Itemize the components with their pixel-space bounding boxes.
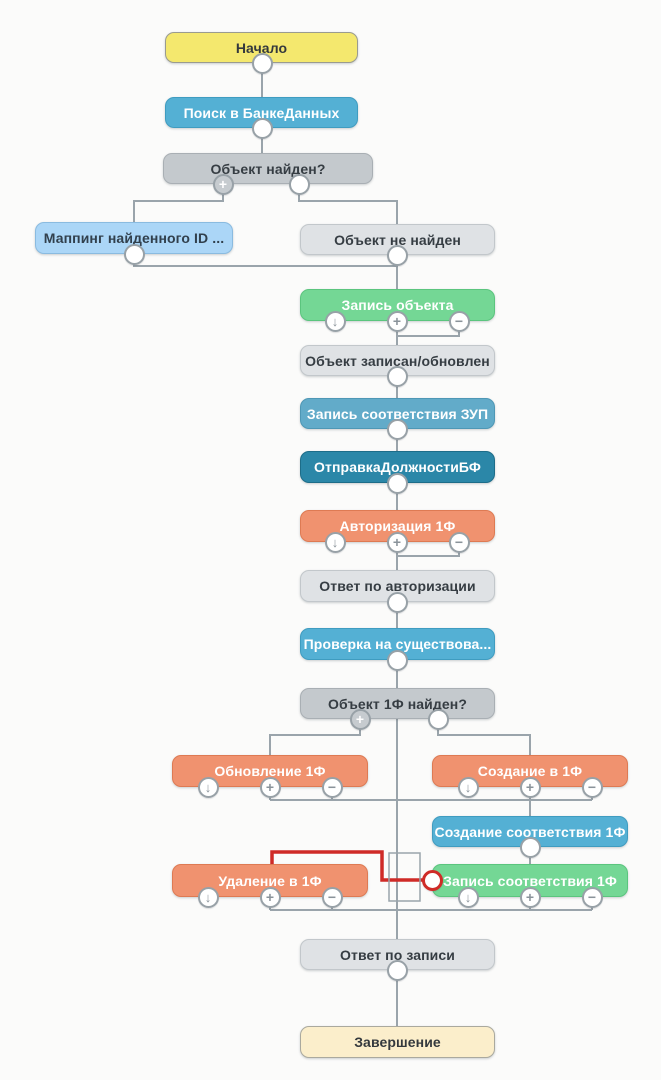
node-obekt-1f-naiden[interactable]: Объект 1Ф найден?	[300, 688, 495, 719]
output-port[interactable]	[519, 836, 541, 858]
output-port[interactable]	[288, 173, 310, 195]
output-port[interactable]	[123, 243, 145, 265]
node-label: Удаление в 1Ф	[218, 872, 322, 889]
arrow-down-port-icon[interactable]: ↓	[457, 886, 479, 908]
output-port[interactable]	[386, 365, 408, 387]
junction-box	[388, 852, 421, 902]
plus-port-icon[interactable]: +	[386, 531, 408, 553]
minus-port-icon[interactable]: −	[581, 776, 603, 798]
plus-port-icon[interactable]: +	[519, 776, 541, 798]
node-label: Авторизация 1Ф	[339, 518, 456, 534]
node-label: Объект записан/обновлен	[305, 352, 490, 369]
output-port[interactable]	[251, 117, 273, 139]
node-label: Обновление 1Ф	[214, 763, 326, 779]
node-label: Завершение	[354, 1034, 441, 1050]
node-label: Объект не найден	[334, 231, 461, 248]
output-port[interactable]	[386, 649, 408, 671]
node-label: Проверка на существова...	[303, 636, 492, 652]
arrow-down-port-icon[interactable]: ↓	[324, 531, 346, 553]
node-zavershenie[interactable]: Завершение	[300, 1026, 495, 1058]
node-label: Начало	[235, 39, 288, 56]
node-label: Ответ по записи	[340, 946, 455, 963]
error-input-port[interactable]	[421, 869, 443, 891]
node-obekt-zapisan-obnovlen[interactable]: Объект записан/обновлен	[300, 345, 495, 376]
minus-port-icon[interactable]: −	[321, 776, 343, 798]
minus-port-icon[interactable]: −	[448, 310, 470, 332]
arrow-down-port-icon[interactable]: ↓	[324, 310, 346, 332]
node-nachalo[interactable]: Начало	[165, 32, 358, 63]
arrow-down-port-icon[interactable]: ↓	[457, 776, 479, 798]
minus-port-icon[interactable]: −	[321, 886, 343, 908]
plus-port-icon[interactable]: +	[212, 173, 234, 195]
plus-port-icon[interactable]: +	[349, 708, 371, 730]
output-port[interactable]	[386, 244, 408, 266]
plus-port-icon[interactable]: +	[519, 886, 541, 908]
node-label: Ответ по авторизации	[319, 578, 476, 594]
output-port[interactable]	[251, 52, 273, 74]
plus-port-icon[interactable]: +	[386, 310, 408, 332]
connector	[133, 254, 397, 267]
arrow-down-port-icon[interactable]: ↓	[197, 776, 219, 798]
arrow-down-port-icon[interactable]: ↓	[197, 886, 219, 908]
connector	[298, 184, 398, 224]
output-port[interactable]	[386, 959, 408, 981]
node-label: Запись объекта	[341, 297, 454, 313]
node-label: Запись соответствия 1Ф	[443, 872, 617, 889]
node-label: Объект 1Ф найден?	[328, 695, 467, 712]
plus-port-icon[interactable]: +	[259, 776, 281, 798]
node-label: Маппинг найденного ID ...	[43, 230, 225, 246]
error-connector	[270, 850, 430, 882]
node-label: ОтправкаДолжностиБФ	[314, 459, 481, 475]
node-label: Объект найден?	[210, 160, 326, 177]
plus-port-icon[interactable]: +	[259, 886, 281, 908]
output-port[interactable]	[386, 591, 408, 613]
node-label: Запись соответствия ЗУП	[306, 405, 489, 422]
output-port[interactable]	[427, 708, 449, 730]
node-obekt-naiden[interactable]: Объект найден?	[163, 153, 373, 184]
minus-port-icon[interactable]: −	[581, 886, 603, 908]
node-label: Создание соответствия 1Ф	[434, 823, 626, 840]
connector	[133, 184, 224, 222]
connector	[437, 719, 531, 755]
node-label: Поиск в БанкеДанных	[183, 104, 340, 121]
output-port[interactable]	[386, 472, 408, 494]
output-port[interactable]	[386, 418, 408, 440]
minus-port-icon[interactable]: −	[448, 531, 470, 553]
node-label: Создание в 1Ф	[477, 763, 583, 779]
connector	[269, 719, 361, 755]
